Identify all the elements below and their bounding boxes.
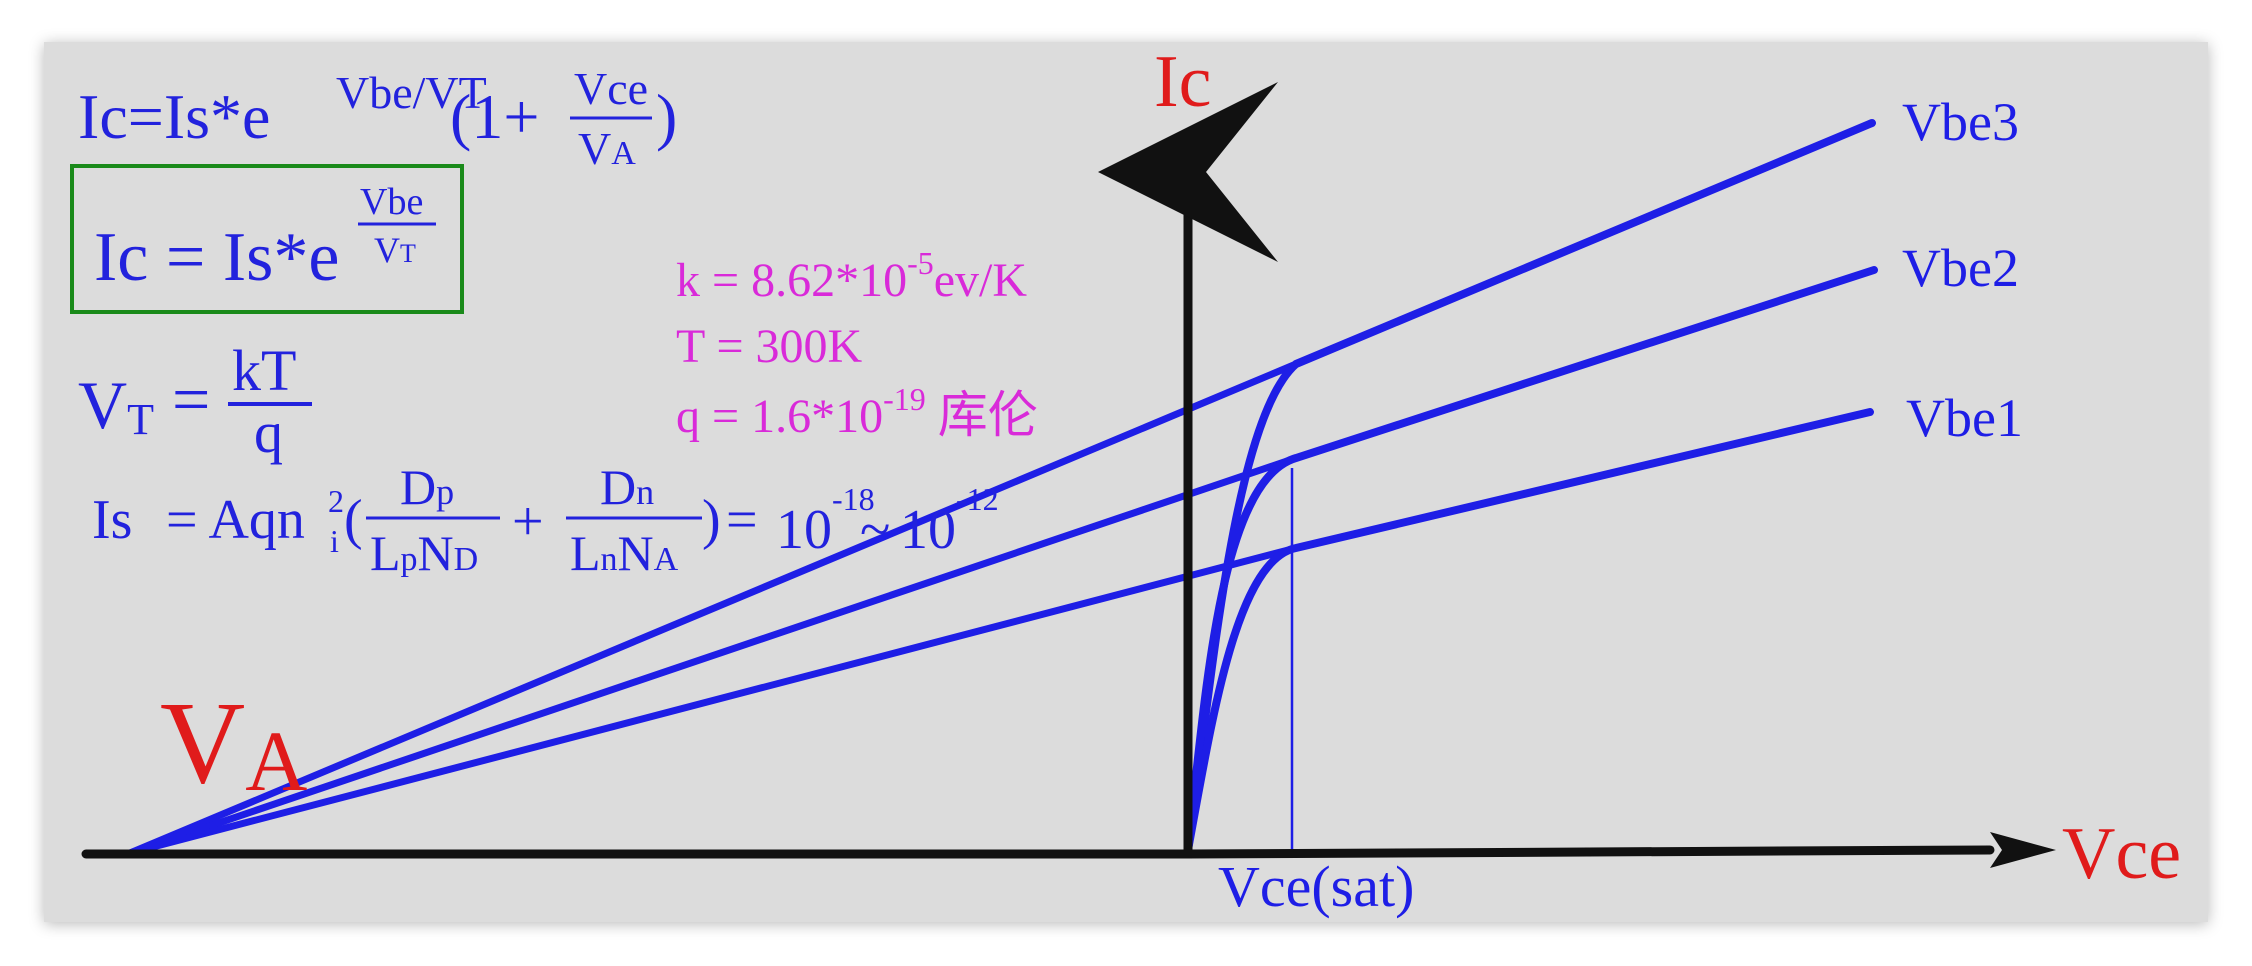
vce-sat-label: Vce(sat) [1218,854,1414,919]
eq2-exp-num: Vbe [360,181,423,223]
eq4-plus: + [512,491,544,553]
equation-saturation-current: Is = Aqn 2 i ( Dp LpND + Dn LnNA ) = 10 … [92,459,999,581]
eq4-open: ( [344,489,363,551]
eq2-lhs: Ic = Is*e [94,219,339,296]
eq4-f2-num: Dn [600,459,654,515]
constant-t: T = 300K [676,320,863,373]
eq3-num: kT [232,338,296,403]
curve-label-vbe1: Vbe1 [1906,388,2023,448]
equation-thermal-voltage: VT = kT q [78,338,312,465]
eq4-f2-den: LnNA [570,525,679,581]
eq4-lhs: Is [92,489,132,551]
y-axis-label: Ic [1154,41,1212,123]
eq4-range-b: 10 [900,499,956,561]
eq2-exp-den: VT [374,230,416,270]
constant-k: k = 8.62*10-5ev/K [676,245,1027,307]
early-extrapolation-lines [126,360,1300,857]
curve-label-vbe3: Vbe3 [1902,92,2019,152]
extrapolation-line-vbe1 [126,544,1300,857]
eq3-den: q [254,400,283,465]
early-voltage-sub: A [245,713,307,809]
curve-vbe1 [1184,408,1874,854]
eq4-ni-sup: 2 [328,483,344,519]
eq1-close: ) [656,81,677,152]
eq3-equals: = [172,361,210,437]
equation-collector-current-early: Ic=Is*e Vbe/VT (1+ Vce VA ) [78,63,677,174]
x-axis-arrowhead [1990,832,2056,868]
eq4-tilde: ~ [860,499,890,561]
extrapolation-line-vbe3 [126,360,1300,857]
eq1-open: (1+ [450,81,539,152]
eq1-lhs: Ic=Is*e [78,81,270,152]
eq4-ni-sub: i [330,523,339,559]
early-voltage-label: VA [160,677,307,809]
curve-vbe2 [1184,266,1878,854]
equation-collector-current-basic: Ic = Is*e Vbe VT [94,181,436,296]
eq4-range-a-exp: -18 [832,481,875,517]
eq1-frac-num: Vce [574,63,648,114]
x-axis-label: Vce [2062,813,2181,895]
eq4-f1-den: LpND [370,525,478,581]
extrapolation-line-vbe2 [126,454,1300,857]
eq4-range-a: 10 [776,499,832,561]
curve-label-vbe2: Vbe2 [1902,238,2019,298]
eq4-range-b-exp: -12 [956,481,999,517]
eq1-frac-den: VA [578,123,636,174]
eq1-exponent: Vbe/VT [336,67,487,118]
early-voltage-main: V [160,677,245,808]
characteristic-curves [1184,119,1878,854]
eq3-lhs: VT [78,367,154,444]
eq4-f1-num: Dp [400,459,454,515]
eq4-close: ) [702,489,721,551]
curve-vbe3 [1184,119,1876,854]
eq4-equals: = [726,489,758,551]
equation-box [70,164,464,314]
eq4-rhs-prefix: = Aqn [166,489,305,551]
physical-constants: k = 8.62*10-5ev/K T = 300K q = 1.6*10-19… [676,245,1038,444]
x-axis [81,845,1995,859]
